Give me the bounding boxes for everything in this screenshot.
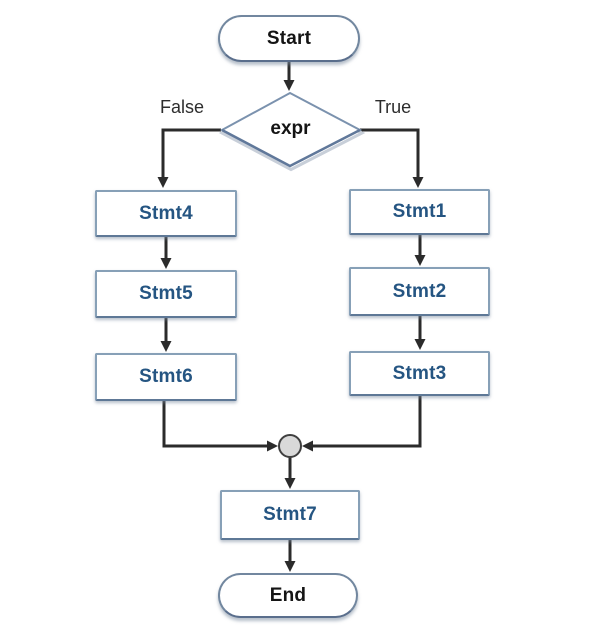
node-decision-label: expr (270, 117, 311, 139)
branch-label-true: True (374, 96, 412, 117)
arrowhead-down-icon (284, 561, 296, 572)
arrowhead-down-icon (160, 341, 172, 352)
node-stmt3: Stmt3 (349, 351, 490, 396)
arrowhead-down-icon (414, 339, 426, 350)
arrowhead-down-icon (414, 255, 426, 266)
arrowhead-down-icon (160, 258, 172, 269)
node-stmt5: Stmt5 (95, 270, 237, 318)
edge-decision-stmt4 (161, 128, 221, 178)
node-stmt2: Stmt2 (349, 267, 490, 316)
arrowhead-down-icon (283, 80, 295, 91)
node-start: Start (218, 15, 360, 62)
edge-decision-stmt1 (360, 128, 420, 178)
node-stmt1: Stmt1 (349, 189, 490, 235)
node-stmt4: Stmt4 (95, 190, 237, 237)
node-end: End (218, 573, 358, 618)
arrowhead-left-icon (302, 440, 313, 452)
branch-label-false: False (159, 96, 204, 117)
edge-stmt6-merge (162, 400, 268, 448)
arrowhead-right-icon (267, 440, 278, 452)
edge-stmt3-merge (312, 395, 422, 448)
merge-junction-circle (278, 434, 302, 458)
decision-diamond-lower-edge (221, 128, 361, 168)
arrowhead-down-icon (157, 177, 169, 188)
node-stmt6: Stmt6 (95, 353, 237, 401)
node-stmt7: Stmt7 (220, 490, 360, 540)
arrowhead-down-icon (412, 177, 424, 188)
arrowhead-down-icon (284, 478, 296, 489)
